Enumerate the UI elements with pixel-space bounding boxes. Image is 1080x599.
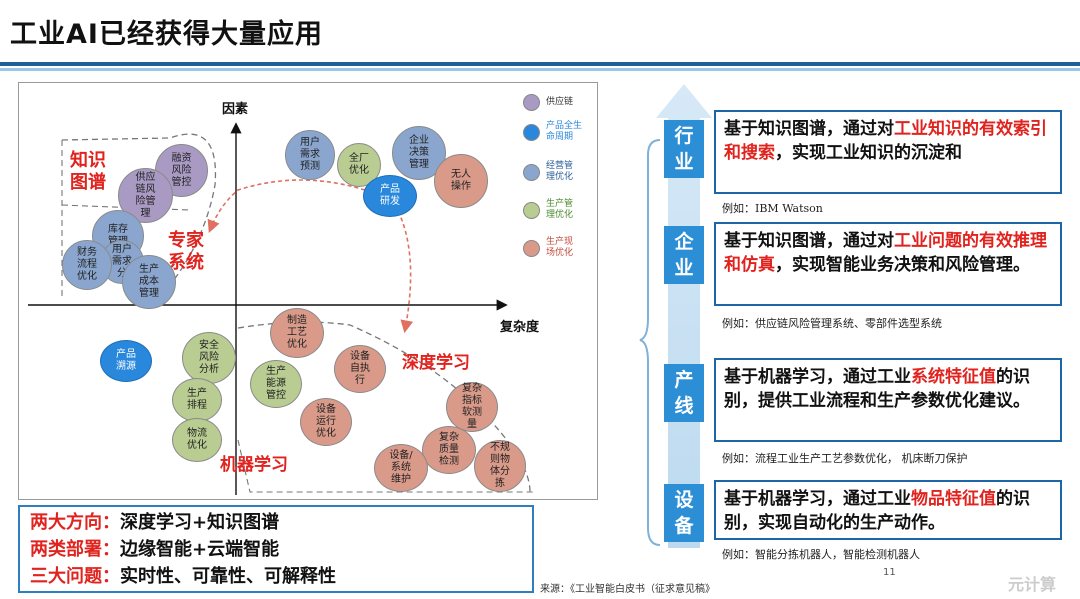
page-number: 11 bbox=[883, 567, 896, 578]
example-industry: 例如：IBM Watson bbox=[722, 202, 823, 215]
node-complex-quality: 复杂 质量 检测 bbox=[422, 426, 476, 474]
node-manufacturing-process: 制造 工艺 优化 bbox=[270, 308, 324, 358]
desc-enterprise: 基于知识图谱，通过对工业问题的有效推理和仿真，实现智能业务决策和风险管理。 bbox=[714, 222, 1062, 306]
summary-box: 两大方向：深度学习+知识图谱 两类部署：边缘智能+云端智能 三大问题：实时性、可… bbox=[18, 505, 534, 593]
watermark: 元计算 bbox=[1008, 575, 1057, 594]
example-enterprise: 例如：供应链风险管理系统、零部件选型系统 bbox=[722, 317, 942, 330]
region-label-machine-learning: 机器学习 bbox=[220, 455, 288, 475]
region-label-knowledge-graph: 知识 图谱 bbox=[70, 150, 106, 193]
title-rule bbox=[0, 62, 1080, 66]
node-unmanned-operation: 无人 操作 bbox=[434, 154, 488, 208]
upward-arrow bbox=[656, 84, 712, 548]
legend-label-supply: 供应链 bbox=[546, 97, 574, 107]
example-equipment: 例如：智能分拣机器人，智能检测机器人 bbox=[722, 548, 920, 561]
slide-title: 工业AI已经获得大量应用 bbox=[10, 19, 323, 50]
y-axis-label: 因素 bbox=[222, 102, 249, 117]
node-device-self-exec: 设备 自执 行 bbox=[334, 345, 386, 393]
legend-dot-prodmgmt bbox=[523, 202, 540, 219]
node-product-traceability: 产品 溯源 bbox=[100, 340, 152, 382]
node-irregular-sorting: 不规 则物 体分 拣 bbox=[474, 440, 526, 492]
summary-line-directions: 两大方向：深度学习+知识图谱 bbox=[30, 512, 280, 533]
summary-line-deployment: 两类部署：边缘智能+云端智能 bbox=[30, 539, 280, 560]
summary-line-problems: 三大问题：实时性、可靠性、可解释性 bbox=[30, 566, 336, 587]
legend-label-site: 生产现 场优化 bbox=[546, 237, 574, 258]
node-finance-process: 财务 流程 优化 bbox=[62, 240, 112, 290]
node-production-scheduling: 生产 排程 bbox=[172, 378, 222, 422]
level-industry: 行 业 bbox=[664, 120, 704, 178]
knowledge-graph-boundary bbox=[61, 133, 217, 286]
region-label-expert-system: 专家 系统 bbox=[168, 230, 204, 273]
legend-dot-supply bbox=[523, 94, 540, 111]
legend-label-prodmgmt: 生产管 理优化 bbox=[546, 199, 574, 220]
machine-learning-boundary bbox=[237, 439, 535, 493]
brace bbox=[639, 139, 661, 546]
x-axis-label: 复杂度 bbox=[500, 320, 540, 335]
node-financing-risk: 融资 风险 管控 bbox=[155, 144, 208, 197]
node-user-demand-forecast: 用户 需求 预测 bbox=[285, 130, 335, 180]
node-complex-indicator: 复杂 指标 软测 量 bbox=[446, 382, 498, 432]
node-device-operation: 设备 运行 优化 bbox=[300, 398, 352, 446]
legend-dot-site bbox=[523, 240, 540, 257]
node-energy-control: 生产 能源 管控 bbox=[250, 360, 302, 408]
title-rule-light bbox=[0, 68, 1080, 71]
level-equipment: 设 备 bbox=[664, 484, 704, 542]
legend-dot-lifecycle bbox=[523, 124, 540, 141]
arrow-to-deep-learning bbox=[394, 204, 414, 334]
desc-industry: 基于知识图谱，通过对工业知识的有效索引和搜索，实现工业知识的沉淀和 bbox=[714, 110, 1062, 194]
region-label-deep-learning: 深度学习 bbox=[402, 353, 470, 373]
legend-label-lifecycle: 产品全生 命周期 bbox=[546, 121, 583, 142]
node-product-rd: 产品 研发 bbox=[363, 175, 417, 217]
legend-dot-ops bbox=[523, 164, 540, 181]
example-production-line: 例如：流程工业生产工艺参数优化， 机床断刀保护 bbox=[722, 452, 968, 465]
node-production-cost: 生产 成本 管理 bbox=[122, 255, 176, 309]
desc-production-line: 基于机器学习，通过工业系统特征值的识别，提供工业流程和生产参数优化建议。 bbox=[714, 358, 1062, 442]
node-logistics: 物流 优化 bbox=[172, 418, 222, 462]
legend-label-ops: 经营管 理优化 bbox=[546, 161, 574, 182]
node-plant-optimization: 全厂 优化 bbox=[337, 143, 381, 187]
level-enterprise: 企 业 bbox=[664, 226, 704, 284]
desc-equipment: 基于机器学习，通过工业物品特征值的识别，实现自动化的生产动作。 bbox=[714, 480, 1062, 540]
source-note: 来源：《工业智能白皮书（征求意见稿》 bbox=[540, 584, 715, 595]
level-production-line: 产 线 bbox=[664, 364, 704, 422]
node-device-maintenance: 设备/ 系统 维护 bbox=[374, 444, 428, 492]
